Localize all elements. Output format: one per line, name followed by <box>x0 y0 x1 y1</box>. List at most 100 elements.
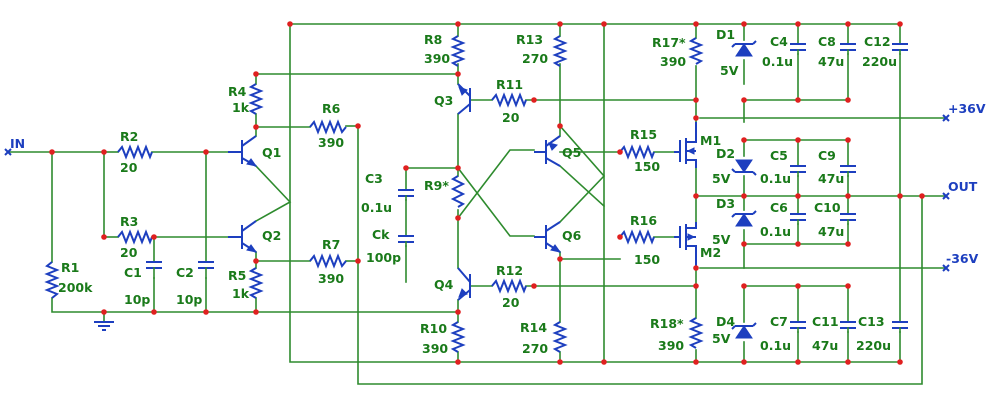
resistor-r3 <box>117 229 153 245</box>
junction-dot <box>355 258 361 264</box>
capacitor-c11 <box>840 321 856 329</box>
junction-dot <box>693 283 699 289</box>
junction-dot <box>253 309 259 315</box>
junction-dot <box>693 97 699 103</box>
junction-dot <box>897 21 903 27</box>
value-r17: 390 <box>660 54 686 69</box>
port-in: IN <box>10 136 25 151</box>
ref-c9: C9 <box>818 148 836 163</box>
junction-dot <box>795 241 801 247</box>
resistor-r5 <box>248 267 264 299</box>
value-c5: 0.1u <box>760 171 791 186</box>
capacitor-c13 <box>892 321 908 329</box>
junction-dot <box>101 149 107 155</box>
junction-dot <box>845 193 851 199</box>
capacitor-c7 <box>790 321 806 329</box>
junction-dot <box>795 97 801 103</box>
junction-dot <box>919 193 925 199</box>
value-r18: 390 <box>658 338 684 353</box>
junction-dot <box>601 21 607 27</box>
resistor-r14 <box>552 321 568 353</box>
ref-r1: R1 <box>61 260 79 275</box>
value-r7: 390 <box>318 271 344 286</box>
junction-dot <box>253 124 259 130</box>
transistor-q3 <box>457 83 471 115</box>
junction-dot <box>253 71 259 77</box>
junction-dot <box>845 21 851 27</box>
value-r13: 270 <box>522 51 548 66</box>
resistor-r8 <box>450 35 466 67</box>
capacitor-c2 <box>198 261 214 269</box>
junction-dot <box>455 309 461 315</box>
junction-dot <box>151 234 157 240</box>
junction-dot <box>455 71 461 77</box>
value-c4: 0.1u <box>762 54 793 69</box>
diode-d3 <box>731 210 757 227</box>
resistor-r11 <box>491 92 527 108</box>
junction-dot <box>557 21 563 27</box>
transistor-q2 <box>228 220 258 253</box>
resistor-r9 <box>450 175 466 208</box>
junction-dot <box>557 359 563 365</box>
ref-c12: C12 <box>864 34 891 49</box>
ref-c10: C10 <box>814 200 841 215</box>
ref-r13: R13 <box>516 32 543 47</box>
value-c8: 47u <box>818 54 844 69</box>
value-c2: 10p <box>176 292 202 307</box>
ref-r2: R2 <box>120 129 138 144</box>
resistor-r15 <box>619 144 655 160</box>
capacitors <box>146 43 908 333</box>
diodes <box>731 40 757 339</box>
ref-r10: R10 <box>420 321 447 336</box>
ref-q6: Q6 <box>562 228 582 243</box>
value-r6: 390 <box>318 135 344 150</box>
resistor-r7 <box>309 253 347 269</box>
junction-dot <box>795 283 801 289</box>
ref-m2: M2 <box>700 245 721 260</box>
capacitor-ck <box>398 235 414 243</box>
junction-dot <box>455 215 461 221</box>
junction-dot <box>897 359 903 365</box>
junction-dot <box>203 149 209 155</box>
capacitor-c1 <box>146 261 162 269</box>
junction-dot <box>741 241 747 247</box>
vpos-port-marker <box>942 114 950 122</box>
capacitor-c3 <box>398 189 414 197</box>
junction-dot <box>897 193 903 199</box>
vneg-port-marker <box>942 264 950 272</box>
ref-c2: C2 <box>176 265 194 280</box>
labels: R1 200k R2 20 R3 20 C1 10p C2 10p R4 1k … <box>58 27 897 356</box>
value-c7: 0.1u <box>760 338 791 353</box>
resistors <box>44 35 704 353</box>
junction-dot <box>601 359 607 365</box>
ref-c11: C11 <box>812 314 839 329</box>
junction-dot <box>845 359 851 365</box>
ref-r3: R3 <box>120 214 138 229</box>
junction-dot <box>795 137 801 143</box>
ref-m1: M1 <box>700 133 721 148</box>
resistor-r2 <box>117 144 153 160</box>
value-r16: 150 <box>634 252 660 267</box>
value-r4: 1k <box>232 100 250 115</box>
value-d2: 5V <box>712 171 731 186</box>
ground-symbol <box>94 321 114 331</box>
junction-dot <box>741 21 747 27</box>
ref-r5: R5 <box>228 268 246 283</box>
junction-dot <box>795 359 801 365</box>
value-r15: 150 <box>634 159 660 174</box>
junction-dot <box>693 21 699 27</box>
ref-c3: C3 <box>365 171 383 186</box>
value-d3: 5V <box>712 232 731 247</box>
resistor-r4 <box>248 83 264 115</box>
ref-d2: D2 <box>716 146 735 161</box>
value-c10: 47u <box>818 224 844 239</box>
resistor-r1 <box>44 261 60 299</box>
port-vneg: -36V <box>946 251 979 266</box>
ref-r9: R9* <box>424 178 449 193</box>
ref-r4: R4 <box>228 84 247 99</box>
ref-r18: R18* <box>650 316 684 331</box>
value-c13: 220u <box>856 338 891 353</box>
capacitor-c5 <box>790 165 806 173</box>
value-r1: 200k <box>58 280 93 295</box>
